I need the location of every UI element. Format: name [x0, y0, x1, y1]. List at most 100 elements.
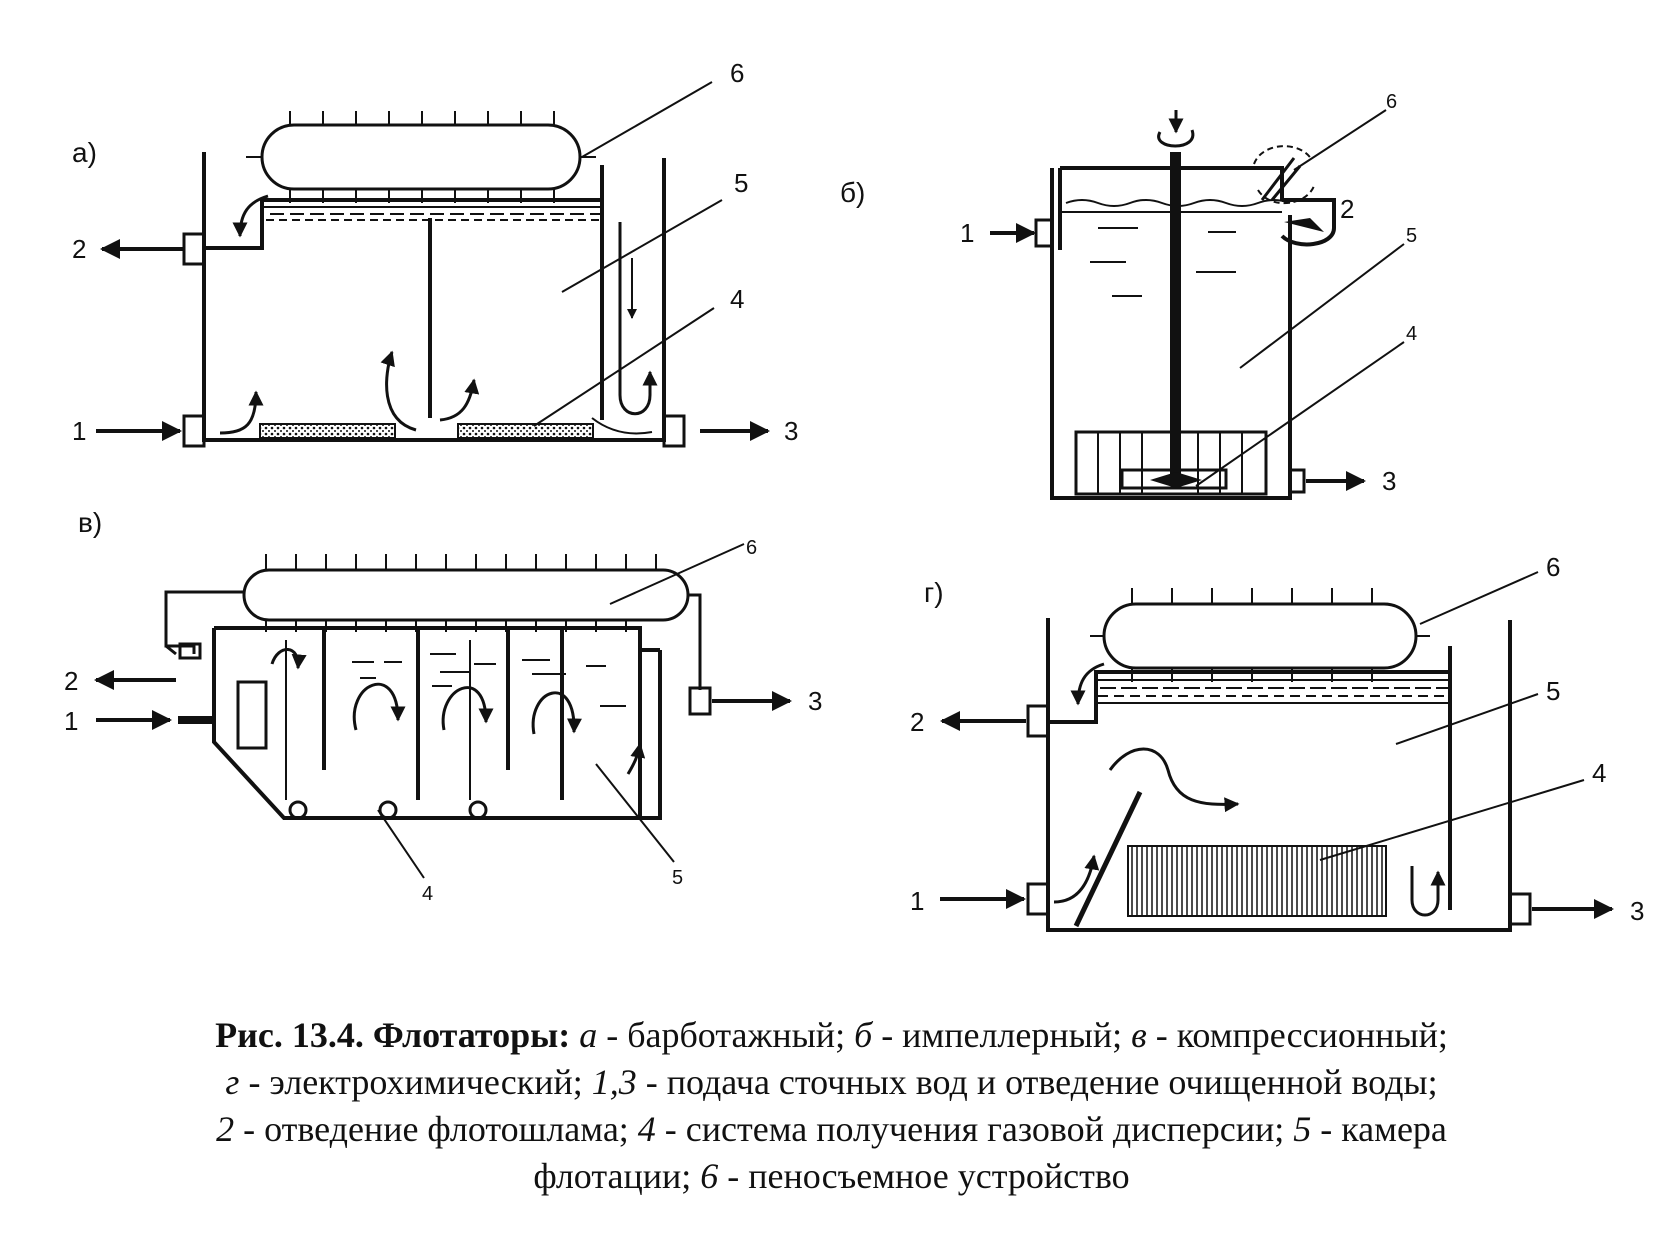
panel-v-flow-arrow-5: [626, 742, 646, 775]
panel-b-num-6: 6: [1386, 91, 1397, 113]
panel-v-num-5: 5: [672, 867, 683, 889]
panel-b-stator: [1074, 430, 1268, 496]
caption-key: б: [854, 1015, 873, 1055]
panel-g-nozzle-1: [1026, 882, 1050, 916]
panel-g-nozzle-3: [1508, 892, 1532, 926]
panel-b-sludge: [1284, 218, 1324, 232]
panel-b-num-1: 1: [960, 218, 974, 248]
caption-key: 5: [1293, 1109, 1312, 1149]
panel-b-leaders: [1195, 109, 1405, 487]
panel-v-partitions: [322, 628, 564, 800]
caption-text: флотации;: [533, 1156, 701, 1196]
panel-g-num-2: 2: [910, 707, 924, 737]
panel-v-tank: [212, 626, 662, 820]
panel-b-num-5: 5: [1406, 225, 1417, 247]
panel-a-up-arrow: [380, 350, 417, 432]
caption-key: 2: [216, 1109, 235, 1149]
panel-g-num-1: 1: [910, 886, 924, 916]
panel-v-water-lines: [352, 653, 626, 707]
panel-b-rotation-arrow: [1157, 129, 1195, 148]
panel-a-num-5: 5: [734, 168, 748, 198]
panel-a-label: а): [72, 137, 97, 168]
panel-a-rise-arrow: [219, 390, 264, 435]
panel-v-inlet-pipe: [178, 716, 214, 724]
panel-a-tank: [202, 152, 666, 442]
caption-key: в: [1131, 1015, 1147, 1055]
panel-b-num-2: 2: [1340, 194, 1354, 224]
caption-key: г: [225, 1062, 240, 1102]
panel-g-tank: [1046, 618, 1512, 932]
panel-g-foam-layer: [1096, 679, 1450, 704]
caption-text: - электрохимический;: [239, 1062, 592, 1102]
caption-text: - система получения газовой дисперсии;: [655, 1109, 1294, 1149]
caption-text: - отведение флотошлама;: [234, 1109, 638, 1149]
panel-b-sludge-trough: [1280, 198, 1336, 247]
caption-text: - камера: [1311, 1109, 1447, 1149]
panel-a-num-6: 6: [730, 58, 744, 88]
panel-g-wave-arrow: [1108, 747, 1240, 813]
caption-key: а: [579, 1015, 598, 1055]
panel-b-label: б): [840, 177, 865, 208]
figure-caption: Рис. 13.4. Флотаторы: а - барботажный; б…: [40, 1012, 1623, 1200]
panel-a-nozzle-1: [182, 414, 206, 448]
panel-b-nozzle-1: [1034, 218, 1054, 248]
panel-g-rise-arrow: [1053, 854, 1100, 904]
panel-b-num-4: 4: [1406, 323, 1417, 345]
panel-g-nozzle-2: [1026, 704, 1050, 738]
caption-text: - компрессионный;: [1146, 1015, 1448, 1055]
panel-g-sludge-trough: [1048, 670, 1450, 724]
panel-a-outflow-curve: [591, 417, 653, 435]
panel-a-num-2: 2: [72, 234, 86, 264]
panel-a-aerator-left: [259, 423, 396, 439]
caption-text: - барботажный;: [597, 1015, 855, 1055]
panel-v-pressure-tank: [236, 680, 268, 750]
caption-key: 1,3: [591, 1062, 637, 1102]
panel-a-num-4: 4: [730, 284, 744, 314]
panel-a-num-3: 3: [784, 416, 798, 446]
panel-v-num-2: 2: [64, 666, 78, 696]
panel-a-outlet-tube: [618, 222, 658, 416]
panel-b-skimmer: [1253, 145, 1315, 204]
caption-key: 4: [637, 1109, 656, 1149]
panel-a-aerator-right: [457, 423, 594, 439]
panel-g-foam-skimmer: [1090, 588, 1430, 682]
panel-g-outlet-tube: [1410, 866, 1446, 917]
panel-a: а): [72, 58, 798, 448]
panel-g-inclined-plate: [1073, 790, 1143, 928]
panel-v-flow-arrow-1: [270, 648, 307, 670]
panel-a-nozzle-3: [662, 414, 686, 448]
panel-a-sludge-arrow: [232, 194, 269, 238]
panel-g-electrode-block: [1127, 845, 1387, 917]
panel-g-num-5: 5: [1546, 676, 1560, 706]
panel-b-nozzle-3: [1288, 468, 1306, 494]
panel-v-nozzle-3: [688, 686, 712, 716]
panel-g-num-3: 3: [1630, 896, 1644, 926]
panel-v-num-6: 6: [746, 537, 757, 559]
panel-b-num-3: 3: [1382, 466, 1396, 496]
panel-b-impeller-shaft: [1170, 152, 1181, 476]
panel-v-num-3: 3: [808, 686, 822, 716]
caption-key: 6: [700, 1156, 719, 1196]
panel-g-num-4: 4: [1592, 758, 1606, 788]
panel-v-foam-skimmer: [242, 554, 690, 632]
panel-v-num-4: 4: [422, 883, 433, 905]
caption-text: - подача сточных вод и отведение очищенн…: [636, 1062, 1438, 1102]
panel-v: в): [64, 507, 822, 905]
panel-g-label: г): [924, 577, 944, 608]
panel-v-aeration-nozzles: [288, 800, 488, 820]
panel-a-num-1: 1: [72, 416, 86, 446]
panel-v-sludge-pipe: [164, 590, 244, 656]
panel-v-baffles: [285, 640, 471, 800]
panel-a-leaders: [533, 81, 723, 427]
panel-b: б) 1: [840, 91, 1417, 500]
panel-a-foam-skimmer: [246, 111, 596, 203]
panel-g: г) 2 1 3 6 5: [910, 552, 1644, 932]
panel-a-sludge-trough: [204, 198, 602, 250]
caption-text: - импеллерный;: [872, 1015, 1132, 1055]
panel-v-flow-arrow-3: [441, 686, 494, 731]
panel-v-flow-arrow-2: [352, 683, 406, 731]
panel-g-sludge-arrow: [1070, 662, 1105, 706]
flotators-diagram: а): [64, 58, 1644, 932]
panel-v-sludge-nozzle: [178, 642, 202, 660]
